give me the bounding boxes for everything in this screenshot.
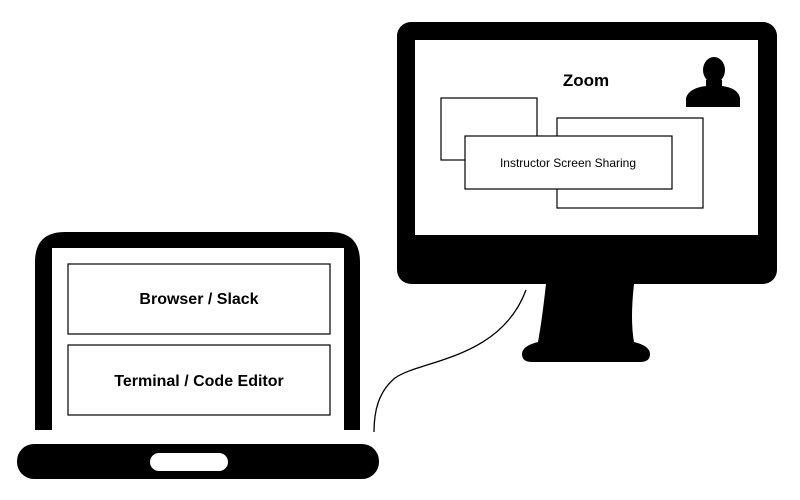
- monitor: Zoom Instructor Screen Sharing: [397, 22, 777, 362]
- screen-share-window: [464, 135, 673, 190]
- zoom-title: Zoom: [563, 71, 609, 90]
- trackpad-notch: [150, 453, 228, 471]
- laptop: Browser / Slack Terminal / Code Editor: [17, 232, 379, 479]
- screen-share-label: Instructor Screen Sharing: [500, 156, 636, 170]
- terminal-editor-pane: [67, 344, 331, 416]
- terminal-editor-label: Terminal / Code Editor: [114, 373, 284, 390]
- connection-cable: [373, 289, 527, 433]
- person-silhouette-icon: [686, 57, 740, 107]
- browser-slack-pane: [67, 263, 331, 335]
- browser-slack-label: Browser / Slack: [139, 291, 258, 308]
- monitor-stand: [522, 284, 650, 362]
